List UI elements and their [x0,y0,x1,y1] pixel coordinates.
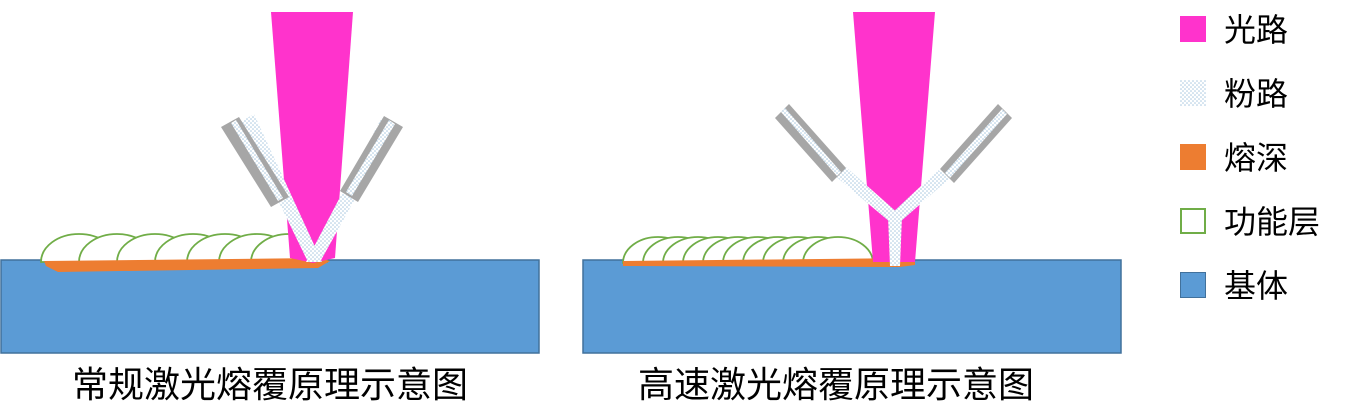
layer-swatch-icon [1180,208,1206,234]
right-substrate [582,259,1122,354]
legend-label: 熔深 [1224,139,1289,177]
right-nozzle-1 [775,104,846,182]
left-functional-layer [40,233,328,263]
left-nozzle-2 [340,116,403,202]
left-nozzle-1 [221,117,289,207]
legend-label: 基体 [1224,267,1289,305]
caption-conventional: 常规激光熔覆原理示意图 [72,365,469,406]
right-nozzle-2 [940,104,1012,183]
legend-label: 光路 [1224,11,1289,49]
conventional-diagram [0,12,540,354]
right-melt-depth [623,258,915,267]
legend-label: 功能层 [1224,203,1321,241]
left-substrate [0,259,540,354]
left-melt-depth [44,258,330,272]
laser-swatch-icon [1180,16,1206,42]
legend-label: 粉路 [1224,75,1289,113]
left-laser-beam [271,12,353,263]
melt-swatch-icon [1180,144,1206,170]
right-functional-layer [622,236,874,264]
right-powder-stream-2 [890,170,950,222]
high-speed-diagram [582,12,1122,354]
caption-high-speed: 高速激光熔覆原理示意图 [638,365,1035,406]
powder-swatch-icon [1180,80,1206,106]
right-powder-stream-merged [888,216,902,266]
right-powder-stream-1 [834,167,900,222]
substrate-swatch-icon [1180,272,1206,298]
